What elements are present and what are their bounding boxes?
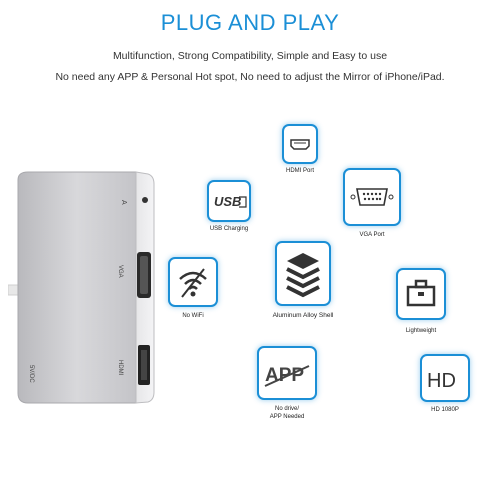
- feature-hdmi-label: HDMI Port: [285, 168, 314, 174]
- feature-usb-label: USB Charging: [209, 226, 249, 232]
- feature-hd-label: HD 1080P: [431, 407, 459, 413]
- usb-icon-text: USB: [214, 194, 241, 209]
- subtitle-compatibility: Multifunction, Strong Compatibility, Sim…: [112, 50, 388, 62]
- subtitle-no-app: No need any APP & Personal Hot spot, No …: [55, 71, 445, 83]
- page-title: PLUG AND PLAY: [160, 10, 340, 35]
- usb-icon: USB: [207, 180, 251, 222]
- feature-app-label-1: No drive/: [274, 406, 299, 412]
- hdmi-port-icon: [282, 124, 318, 164]
- hd-icon-text: HD: [427, 370, 456, 392]
- no-app-icon: APP: [257, 346, 317, 400]
- layers-icon: [275, 241, 331, 306]
- vga-port-icon: [343, 168, 401, 226]
- feature-vga-label: VGA Port: [359, 232, 385, 238]
- port-label-hdmi: HDMI: [117, 360, 123, 376]
- adapter-device: A VGA HDMI 5V/DC: [8, 171, 155, 404]
- wifi-off-icon: [168, 257, 218, 307]
- hd-icon: HD: [420, 354, 470, 402]
- weight-icon: [396, 268, 446, 320]
- feature-light-label: Lightweight: [405, 328, 437, 334]
- feature-wifi-label: No WiFi: [182, 313, 204, 319]
- feature-app-label-2: APP Needed: [269, 414, 305, 420]
- port-label-vga: VGA: [117, 265, 123, 278]
- port-label-audio: A: [120, 200, 127, 205]
- port-label-dc: 5V/DC: [28, 365, 34, 383]
- feature-shell-label: Aluminum Alloy Shell: [272, 312, 334, 319]
